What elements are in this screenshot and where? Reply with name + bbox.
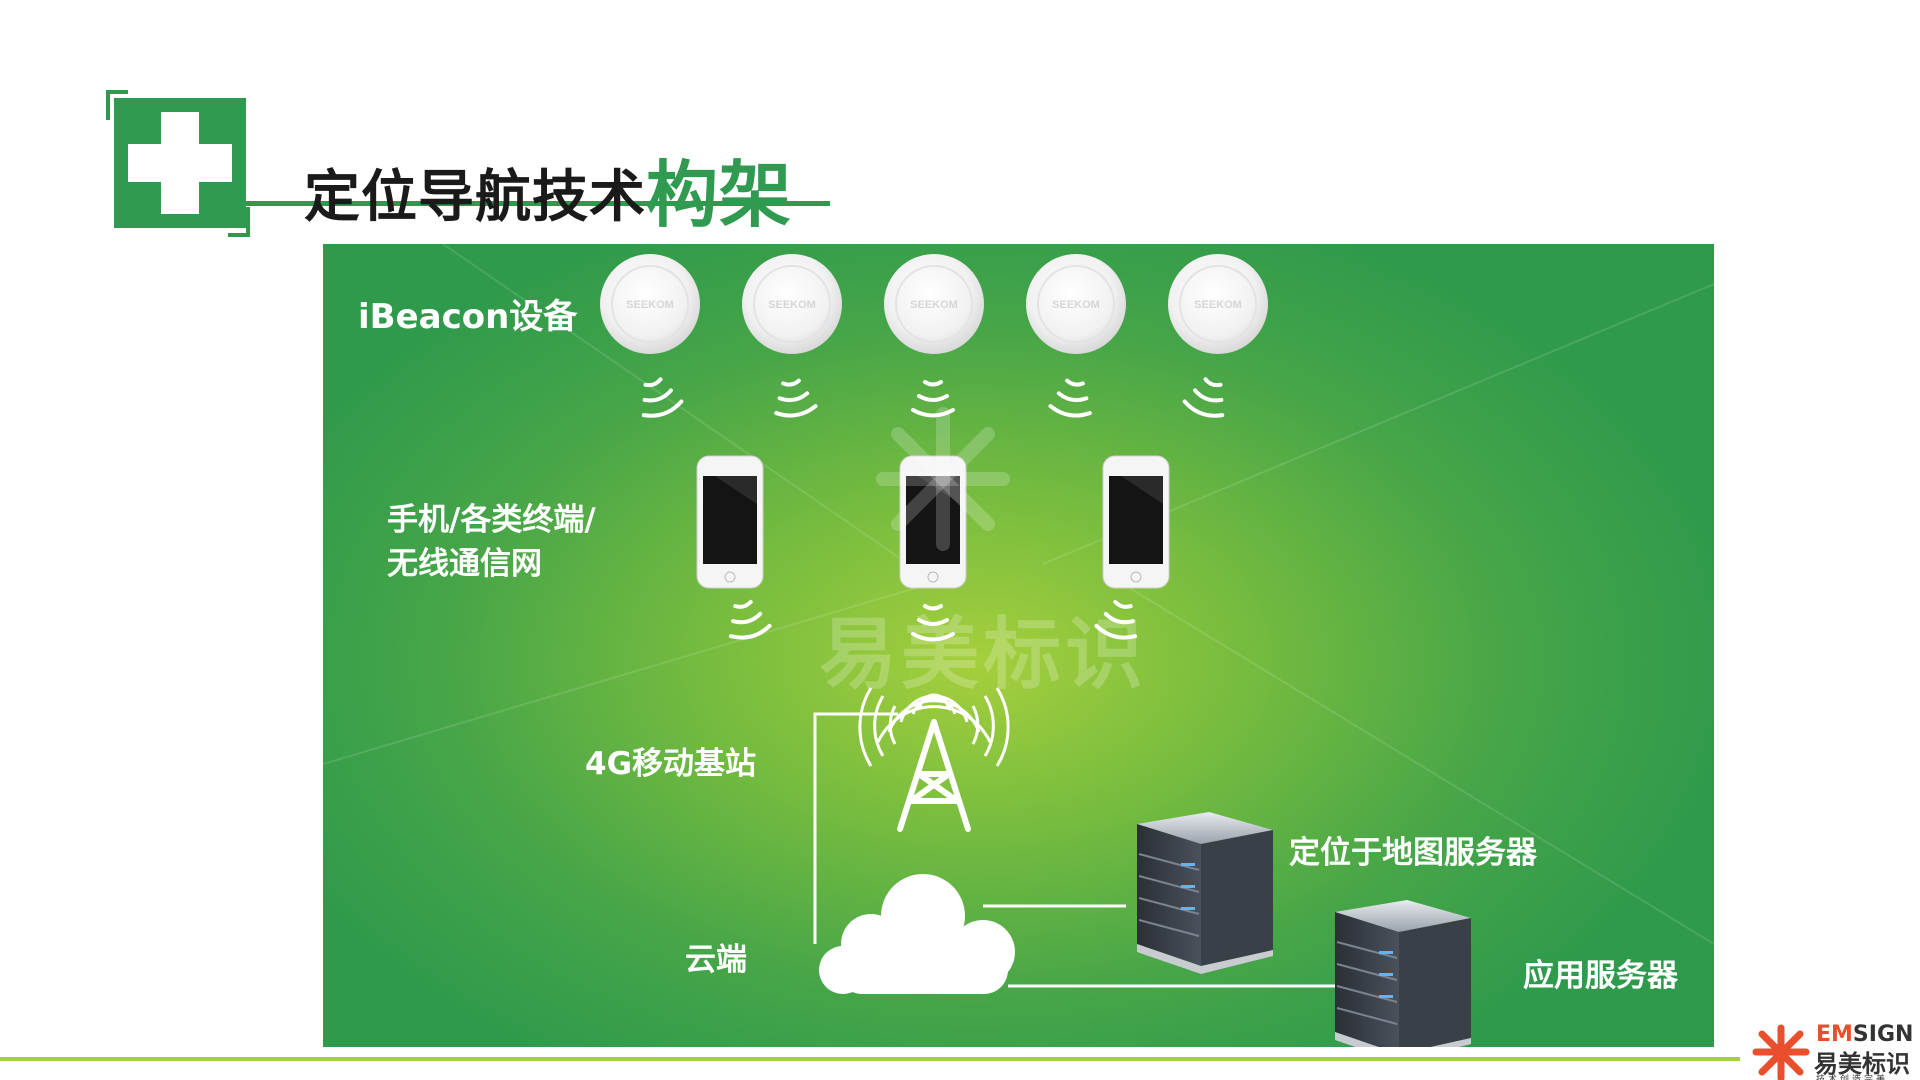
page-title: 定位导航技术构架 <box>304 132 792 237</box>
beacon-brand-3: SEEKOM <box>910 299 958 311</box>
beacon-signal-icons <box>641 377 1225 418</box>
header-underline <box>246 201 830 206</box>
diagram-graphics: SEEKOM SEEKOM SEEKOM SEEKOM SEEKOM <box>323 244 1714 1047</box>
beacon-label: iBeacon设备 <box>358 297 578 337</box>
beacon-device-1 <box>600 254 700 354</box>
phone-label-line1: 手机/各类终端/ <box>387 502 596 538</box>
page-title-accent: 构架 <box>646 153 793 237</box>
phone-label-line2: 无线通信网 <box>387 546 542 582</box>
brand-name-cn: 易美标识 <box>1814 1050 1910 1078</box>
app-server-icon <box>1335 900 1471 1047</box>
brand-name-em: EM <box>1816 1022 1853 1047</box>
beacon-brand-5: SEEKOM <box>1194 299 1242 311</box>
map-server-icon <box>1137 812 1273 974</box>
cross-icon <box>114 98 246 228</box>
brand-name-sign: SIGN <box>1852 1022 1914 1047</box>
map-server-label: 定位于地图服务器 <box>1289 835 1537 871</box>
header-bracket-top-left <box>106 90 128 120</box>
tower-label: 4G移动基站 <box>585 746 757 782</box>
beacon-brand-4: SEEKOM <box>1052 299 1100 311</box>
app-server-label: 应用服务器 <box>1523 958 1678 994</box>
cloud-label: 云端 <box>685 942 747 978</box>
phone-device-1 <box>696 455 764 589</box>
beacon-brand-2: SEEKOM <box>768 299 816 311</box>
cloud-icon <box>819 874 1015 994</box>
beacon-device-2 <box>742 254 842 354</box>
watermark-text: 易美标识 <box>819 610 1148 700</box>
phone-signal-icons <box>728 599 1138 642</box>
brand-logo: EMSIGN 易美标识 技术创造完美 <box>1748 1022 1918 1080</box>
cell-tower-icon <box>858 687 1010 832</box>
brand-slogan: 技术创造完美 <box>1816 1075 1889 1080</box>
brand-logo-icon <box>1752 1024 1810 1080</box>
beacon-device-3 <box>884 254 984 354</box>
page-title-main: 定位导航技术 <box>304 165 646 230</box>
architecture-diagram: SEEKOM SEEKOM SEEKOM SEEKOM SEEKOM <box>323 244 1714 1047</box>
footer-line <box>0 1057 1740 1061</box>
beacon-brand-1: SEEKOM <box>626 299 674 311</box>
phone-device-2 <box>899 455 967 589</box>
brand-name-en: EMSIGN <box>1816 1022 1913 1047</box>
header-bracket-bottom-right <box>228 207 250 237</box>
connection-lines <box>813 712 1363 988</box>
beacon-device-5 <box>1168 254 1268 354</box>
watermark-logo-icon <box>876 407 1010 551</box>
beacon-device-4 <box>1026 254 1126 354</box>
phone-device-3 <box>1102 455 1170 589</box>
